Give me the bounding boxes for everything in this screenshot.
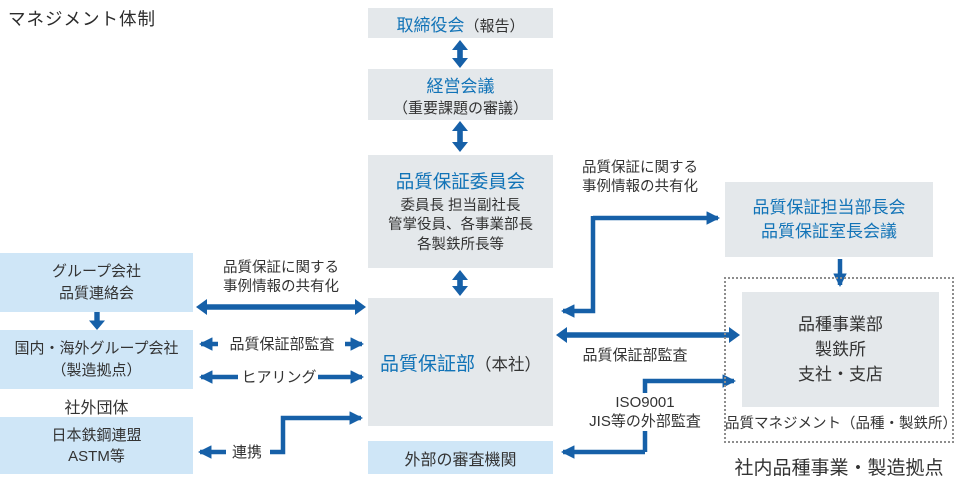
left-shareinfo-line-2: 事例情報の共有化 [223, 279, 339, 295]
group-liaison-line-1: グループ会社 [51, 262, 142, 280]
external-org-label: 社外団体 [64, 400, 129, 417]
external-audit-label: ISO9001 JIS等の外部監査 [570, 393, 720, 431]
board-name: 取締役会 [396, 15, 465, 35]
external-orgs-line-1: 日本鉄鋼連盟 [51, 426, 142, 444]
management-meeting-name: 経営会議 [426, 76, 495, 96]
quality-management-note: 品質マネジメント（品種・製鉄所） [725, 416, 957, 432]
arrow-groupliaison-down [89, 312, 105, 330]
right-qaaudit-label: 品質保証部監査 [582, 347, 688, 364]
left-qaaudit-label: 品質保証部監査 [229, 336, 335, 353]
box-business-units: 品種事業部 製鉄所 支社・支店 [742, 292, 939, 407]
internal-sites-label: 社内品種事業・製造拠点 [734, 458, 944, 479]
box-external-auditor: 外部の審査機関 [368, 441, 553, 474]
qa-committee-name: 品質保証委員会 [395, 170, 526, 192]
qa-dept-note: （本社） [475, 355, 541, 374]
management-meeting-note: （重要課題の審議） [392, 99, 528, 117]
right-shareinfo-label: 品質保証に関する 事例情報の共有化 [562, 159, 718, 197]
arrow-right-shareinfo-toqadept [560, 216, 596, 318]
hearing-label: ヒアリング [241, 369, 317, 386]
arrow-cooperation-elbow [270, 411, 364, 455]
box-qa-committee: 品質保証委員会 委員長 担当副社長 管掌役員、各事業部長 各製鉄所長等 [368, 155, 553, 268]
arrow-board-management-double [452, 40, 468, 68]
board-note: （報告） [464, 17, 525, 35]
box-external-orgs: 日本鉄鋼連盟 ASTM等 [0, 417, 193, 474]
group-companies-line-2: （製造拠点） [51, 361, 142, 379]
business-units-line-2: 製鉄所 [815, 340, 866, 359]
left-shareinfo-line-1: 品質保証に関する [223, 260, 339, 276]
box-board-of-directors: 取締役会（報告） [368, 8, 553, 38]
qa-managers-meeting-line-2: 品質保証室長会議 [761, 221, 897, 241]
right-shareinfo-line-1: 品質保証に関する [582, 160, 698, 176]
external-orgs-line-2: ASTM等 [68, 447, 125, 465]
cooperation-label: 連携 [231, 444, 262, 461]
box-qa-managers-meeting: 品質保証担当部長会 品質保証室長会議 [725, 182, 933, 257]
business-units-line-3: 支社・支店 [798, 365, 883, 384]
box-management-meeting: 経営会議 （重要課題の審議） [368, 69, 553, 120]
qa-dept-name: 品質保証部 [379, 353, 475, 375]
arrow-committee-qadept-double [452, 270, 468, 296]
qa-managers-meeting-line-1: 品質保証担当部長会 [752, 197, 906, 217]
arrow-left-shareinfo-double [196, 299, 366, 315]
qa-committee-member-3: 各製鉄所長等 [417, 236, 504, 253]
left-shareinfo-label: 品質保証に関する 事例情報の共有化 [200, 259, 362, 297]
arrow-management-committee-double [452, 121, 468, 152]
external-auditor-name: 外部の審査機関 [404, 451, 517, 469]
business-units-line-1: 品種事業部 [798, 315, 883, 334]
page-title: マネジメント体制 [8, 9, 156, 29]
group-liaison-line-2: 品質連絡会 [58, 284, 134, 302]
group-companies-line-1: 国内・海外グループ会社 [14, 339, 179, 357]
right-shareinfo-line-2: 事例情報の共有化 [582, 179, 698, 195]
qa-committee-member-1: 委員長 担当副社長 [400, 197, 521, 214]
external-audit-line-1: ISO9001 [613, 393, 677, 412]
qa-committee-member-2: 管掌役員、各事業部長 [388, 217, 533, 234]
arrow-right-qaaudit-double [556, 327, 740, 343]
external-audit-line-2: JIS等の外部監査 [587, 412, 703, 431]
box-group-companies: 国内・海外グループ会社 （製造拠点） [0, 330, 193, 389]
box-qa-department: 品質保証部（本社） [368, 298, 553, 426]
box-group-liaison: グループ会社 品質連絡会 [0, 253, 193, 312]
